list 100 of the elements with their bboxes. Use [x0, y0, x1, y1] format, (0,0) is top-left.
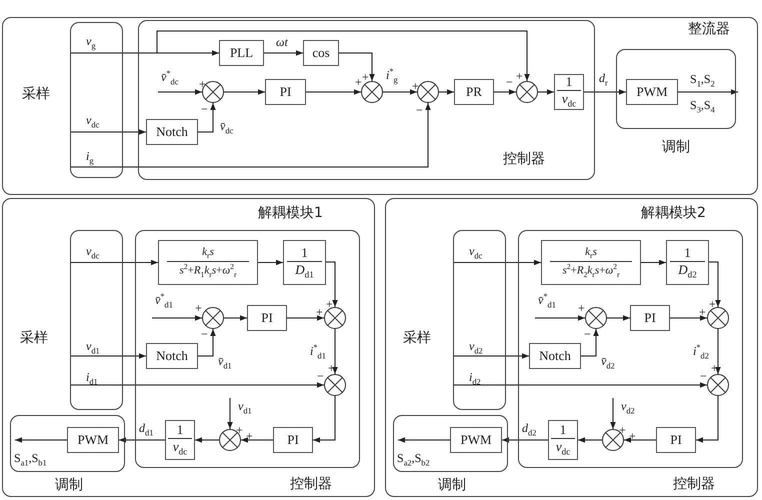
signal-arrow [264, 50, 304, 56]
summing-junction [516, 81, 538, 103]
sign-symbol: + [699, 306, 706, 318]
signal-label: ωt [276, 36, 288, 48]
transfer-function-box [554, 74, 584, 110]
signal-arrow [494, 89, 516, 95]
transfer-function-box [541, 240, 641, 285]
signal-label: S$_{3}$,S$_{4}$ [690, 99, 715, 115]
panel-frame [2, 17, 758, 195]
signal-arrow [502, 437, 548, 443]
summing-junction [324, 307, 346, 329]
signal-label: v̄$_{dc}$ [220, 120, 234, 136]
fraction-numerator: 1 [301, 246, 308, 260]
signal-arrow [198, 328, 216, 356]
sign-symbol: + [236, 424, 243, 436]
sign-symbol: − [201, 328, 208, 340]
process-box: cos [303, 40, 339, 66]
signal-arrow [258, 260, 284, 266]
signal-arrow [286, 315, 324, 321]
fraction-denominator: v$_{dc}$ [556, 440, 570, 457]
process-box: PI [247, 305, 287, 331]
transfer-function-box [666, 240, 709, 285]
sign-symbol: − [506, 76, 513, 88]
fraction-denominator: v$_{dc}$ [562, 92, 576, 109]
signal-label: S$_{1}$,S$_{2}$ [690, 73, 715, 89]
sign-symbol: + [326, 298, 333, 310]
signal-arrow [696, 396, 718, 443]
signal-arrow [70, 353, 146, 359]
signal-arrow [224, 315, 248, 321]
signal-arrow [70, 260, 158, 266]
signal-label: i$_{d2}$ [469, 371, 481, 387]
signal-arrow [624, 437, 656, 443]
signal-arrow [708, 262, 721, 308]
signal-arrow [452, 260, 542, 266]
signal-arrow [382, 89, 418, 95]
signal-label: i$_{d1}$ [86, 371, 98, 387]
sign-symbol: + [578, 302, 585, 314]
transfer-function-box [158, 240, 258, 285]
sign-symbol: + [619, 424, 626, 436]
signal-arrow [240, 437, 274, 443]
sign-symbol: + [199, 78, 206, 90]
sign-symbol: + [516, 70, 523, 82]
fraction-numerator: k$_{r}$s [202, 246, 214, 260]
sign-symbol: + [195, 302, 202, 314]
signal-arrow [152, 315, 202, 321]
block-label: 采样 [20, 331, 48, 345]
fraction-denominator: v$_{dc}$ [172, 440, 188, 457]
block-label: 解耦模块1 [258, 206, 323, 220]
process-box: Notch [146, 119, 198, 145]
signal-arrow [578, 437, 602, 443]
sign-symbol: − [317, 370, 324, 382]
process-box: PI [630, 305, 670, 331]
block-label: 解耦模块2 [641, 206, 706, 220]
sign-symbol: + [355, 76, 362, 88]
signal-arrow [584, 89, 626, 95]
process-box: Notch [146, 343, 198, 369]
signal-arrow [306, 89, 362, 95]
signal-arrow [194, 437, 220, 443]
process-box: PR [454, 79, 494, 105]
summing-junction [219, 429, 241, 451]
fraction-numerator: k$_{r}$s [585, 246, 597, 260]
summing-junction [602, 429, 624, 451]
fraction-numerator: 1 [176, 423, 184, 438]
signal-arrow [312, 396, 336, 443]
signal-arrow [452, 353, 530, 359]
process-box: PWM [450, 427, 502, 453]
summing-junction [417, 81, 439, 103]
fraction-numerator: 1 [684, 246, 691, 260]
signal-arrow [438, 89, 454, 95]
signal-arrow [70, 382, 324, 388]
process-box: PI [656, 427, 696, 453]
signal-arrow [70, 102, 431, 168]
panel-frame [2, 198, 375, 497]
summing-junction [324, 374, 346, 396]
signal-arrow [640, 260, 666, 266]
signal-arrow [580, 328, 599, 356]
signal-arrow [606, 315, 630, 321]
block-label: 调制 [55, 478, 83, 492]
fraction-numerator: 1 [560, 423, 566, 438]
signal-arrow [670, 315, 708, 321]
block-label: 控制器 [503, 152, 545, 166]
sign-symbol: + [412, 80, 419, 92]
block-label: 整流器 [688, 22, 730, 36]
sign-symbol: + [709, 298, 716, 310]
transfer-function-box [165, 420, 195, 460]
sign-symbol: + [362, 71, 369, 83]
signal-label: v$_{dc}$ [469, 245, 482, 261]
signal-arrow [715, 328, 721, 374]
controller-box [138, 20, 595, 180]
summing-junction [707, 307, 729, 329]
process-box: Notch [529, 343, 581, 369]
signal-arrow [14, 437, 68, 443]
panel-frame [385, 198, 758, 497]
process-box: PWM [626, 79, 678, 105]
sign-symbol: − [201, 103, 208, 115]
signal-arrow [534, 315, 586, 321]
sign-symbol: + [316, 306, 323, 318]
signal-arrow [70, 129, 146, 135]
summing-junction [585, 307, 607, 329]
signal-arrow [678, 89, 738, 95]
